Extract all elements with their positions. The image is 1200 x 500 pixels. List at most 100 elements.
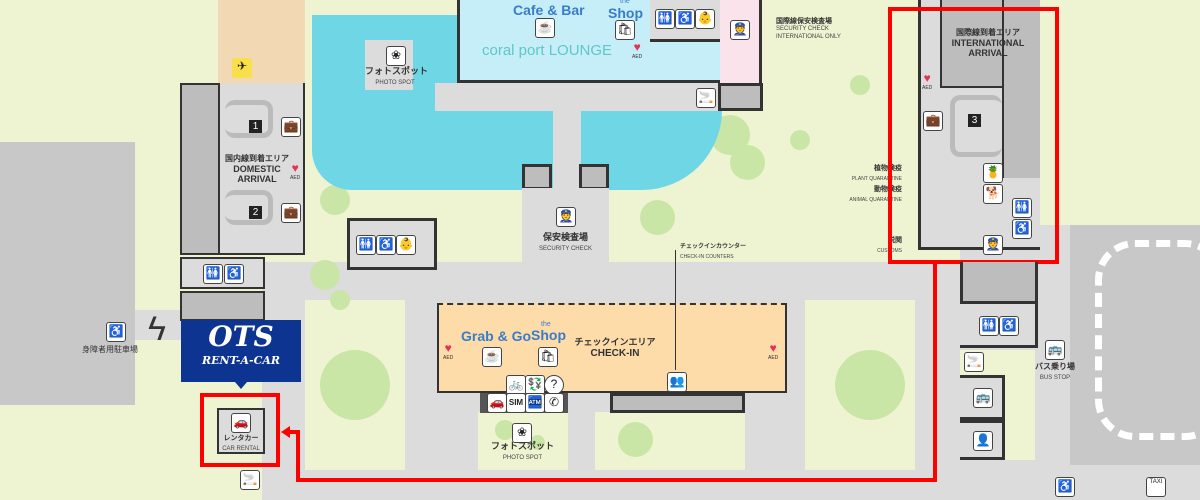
room-block <box>960 262 1038 304</box>
baggage-icon: 💼 <box>923 111 943 131</box>
route-line <box>933 263 937 481</box>
restroom-icon: 🚻 <box>979 316 999 336</box>
photo-spot-icon: ❀ <box>512 423 532 443</box>
baggage-icon: 💼 <box>281 117 301 137</box>
security-check-icon: 👮 <box>556 207 576 227</box>
parking-walkway <box>135 310 185 340</box>
baggage-belt-1 <box>225 100 273 138</box>
domestic-arrival-area[interactable] <box>220 83 305 255</box>
taxi-label: TAXI <box>1149 479 1163 485</box>
belt-number-2: 2 <box>249 206 262 219</box>
bus-icon: 🚌 <box>973 388 993 408</box>
lounge-name: coral port LOUNGE <box>482 42 613 59</box>
car-rental-ja: レンタカー <box>223 435 259 442</box>
intl-security-ja: 国際線保安検査場 <box>776 18 832 25</box>
ots-rent-a-car-banner[interactable]: OTS RENT-A-CAR <box>181 320 301 382</box>
wheelchair-icon: ♿ <box>224 264 244 284</box>
atm-icon: 🏧 <box>525 393 545 413</box>
shopping-bag-icon: 🛍 <box>615 20 635 40</box>
room-block <box>579 164 609 190</box>
domestic-wall-block <box>180 83 220 255</box>
belt-number-3: 3 <box>968 114 981 127</box>
wheelchair-icon: ♿ <box>999 316 1019 336</box>
security-ja: 保安検査場 <box>542 232 588 242</box>
car-rental-en: CAR RENTAL <box>222 446 260 453</box>
staff-booth <box>960 420 1005 460</box>
restroom-icon: 🚻 <box>356 235 376 255</box>
checkin-counters-en: CHECK-IN COUNTERS <box>680 254 734 261</box>
staff-icon: 👤 <box>973 431 993 451</box>
domestic-en1: DOMESTIC <box>233 163 281 174</box>
information-icon: ? <box>544 375 564 395</box>
departure-plane-icon: ✈ <box>232 58 252 78</box>
ots-brand: OTS <box>208 320 274 353</box>
route-line <box>296 478 937 482</box>
checkin-ja: チェックインエリア <box>574 337 656 347</box>
photo-spot-bottom-ja: フォトスポット <box>490 441 554 451</box>
international-arrival-highlight <box>888 7 1059 264</box>
accessible-parking-label: 身障者用駐車場 <box>82 345 138 354</box>
intl-wall-block <box>1002 0 1040 178</box>
photo-spot-label-en: PHOTO SPOT <box>375 79 415 86</box>
bus-stop-en: BUS STOP <box>1039 374 1071 381</box>
grab-go-label: Grab & Go <box>461 328 532 344</box>
car-rental-highlight <box>200 393 280 467</box>
wheelchair-icon: ♿ <box>675 9 695 29</box>
intl-en2: ARRIVAL <box>968 48 1008 59</box>
bus-stop-ja: バス乗り場 <box>1035 362 1075 371</box>
restroom-icon: 🚻 <box>1012 198 1032 218</box>
baby-care-icon: 👶 <box>396 235 416 255</box>
route-arrow-icon <box>281 426 290 438</box>
room-block <box>718 83 763 111</box>
car-rental-icon: 🚗 <box>231 413 251 433</box>
domestic-ja: 国内線到着エリア <box>225 154 289 163</box>
animal-quarantine-icon: 🐕 <box>983 184 1003 204</box>
cafe-bar-label: Cafe & Bar <box>513 2 585 18</box>
checkin-en: CHECK-IN <box>590 347 640 359</box>
smoking-area-icon: 🚬 <box>696 88 716 108</box>
aed-icon: ♥AED <box>922 71 933 91</box>
plant-quarantine-icon: 🍍 <box>983 163 1003 183</box>
check-in-counter-icon: 👥 <box>667 372 687 392</box>
photo-spot-label-ja: フォトスポット <box>365 66 429 76</box>
baby-care-icon: 👶 <box>695 9 715 29</box>
bus-ticket-booth <box>960 375 1005 420</box>
aed-icon: ♥AED <box>768 341 779 361</box>
bus-stop-icon: 🚌 <box>1045 340 1065 360</box>
coffee-icon: ☕ <box>482 347 502 367</box>
customs-ja: 税関 <box>888 237 902 244</box>
restroom-block <box>180 257 265 289</box>
belt-number-1: 1 <box>249 120 262 133</box>
intl-en1: INTERNATIONAL <box>951 37 1025 48</box>
phone-icon: ✆ <box>544 393 564 413</box>
room-block <box>180 291 265 321</box>
lounge-shop-label: Shop <box>608 5 643 21</box>
wheelchair-icon: ♿ <box>1012 219 1032 239</box>
photo-spot-icon: ❀ <box>386 46 406 66</box>
security-en: SECURITY CHECK <box>539 245 592 252</box>
leader-line <box>675 250 676 370</box>
baggage-belt-3 <box>950 95 1002 157</box>
banner-pointer <box>235 382 247 389</box>
intl-security-en2: INTERNATIONAL ONLY <box>776 33 841 40</box>
domestic-en2: ARRIVAL <box>237 174 277 185</box>
checkin-shop-the: the <box>541 321 551 328</box>
baggage-icon: 💼 <box>281 203 301 223</box>
photo-spot-bottom-en: PHOTO SPOT <box>502 454 543 461</box>
wheelchair-icon: ♿ <box>376 235 396 255</box>
wheelchair-icon: ♿ <box>1055 477 1075 497</box>
customs-icon: 👮 <box>983 235 1003 255</box>
smoking-area-icon: 🚬 <box>964 352 984 372</box>
intl-ja: 国際線到着エリア <box>956 28 1020 37</box>
left-parking-lot <box>0 142 135 405</box>
sim-cards-icon: SIM <box>506 393 526 413</box>
counter-block <box>610 393 745 413</box>
security-check-area[interactable] <box>522 188 609 270</box>
bus-loop <box>1095 240 1200 440</box>
checkin-counters-ja: チェックインカウンター <box>680 244 747 250</box>
car-rental-icon: 🚗 <box>487 393 507 413</box>
security-check-icon: 👮 <box>730 20 750 40</box>
walkway-lightning-icon: ϟ <box>148 310 166 348</box>
route-line <box>288 430 300 434</box>
aed-icon: ♥AED <box>443 341 454 361</box>
